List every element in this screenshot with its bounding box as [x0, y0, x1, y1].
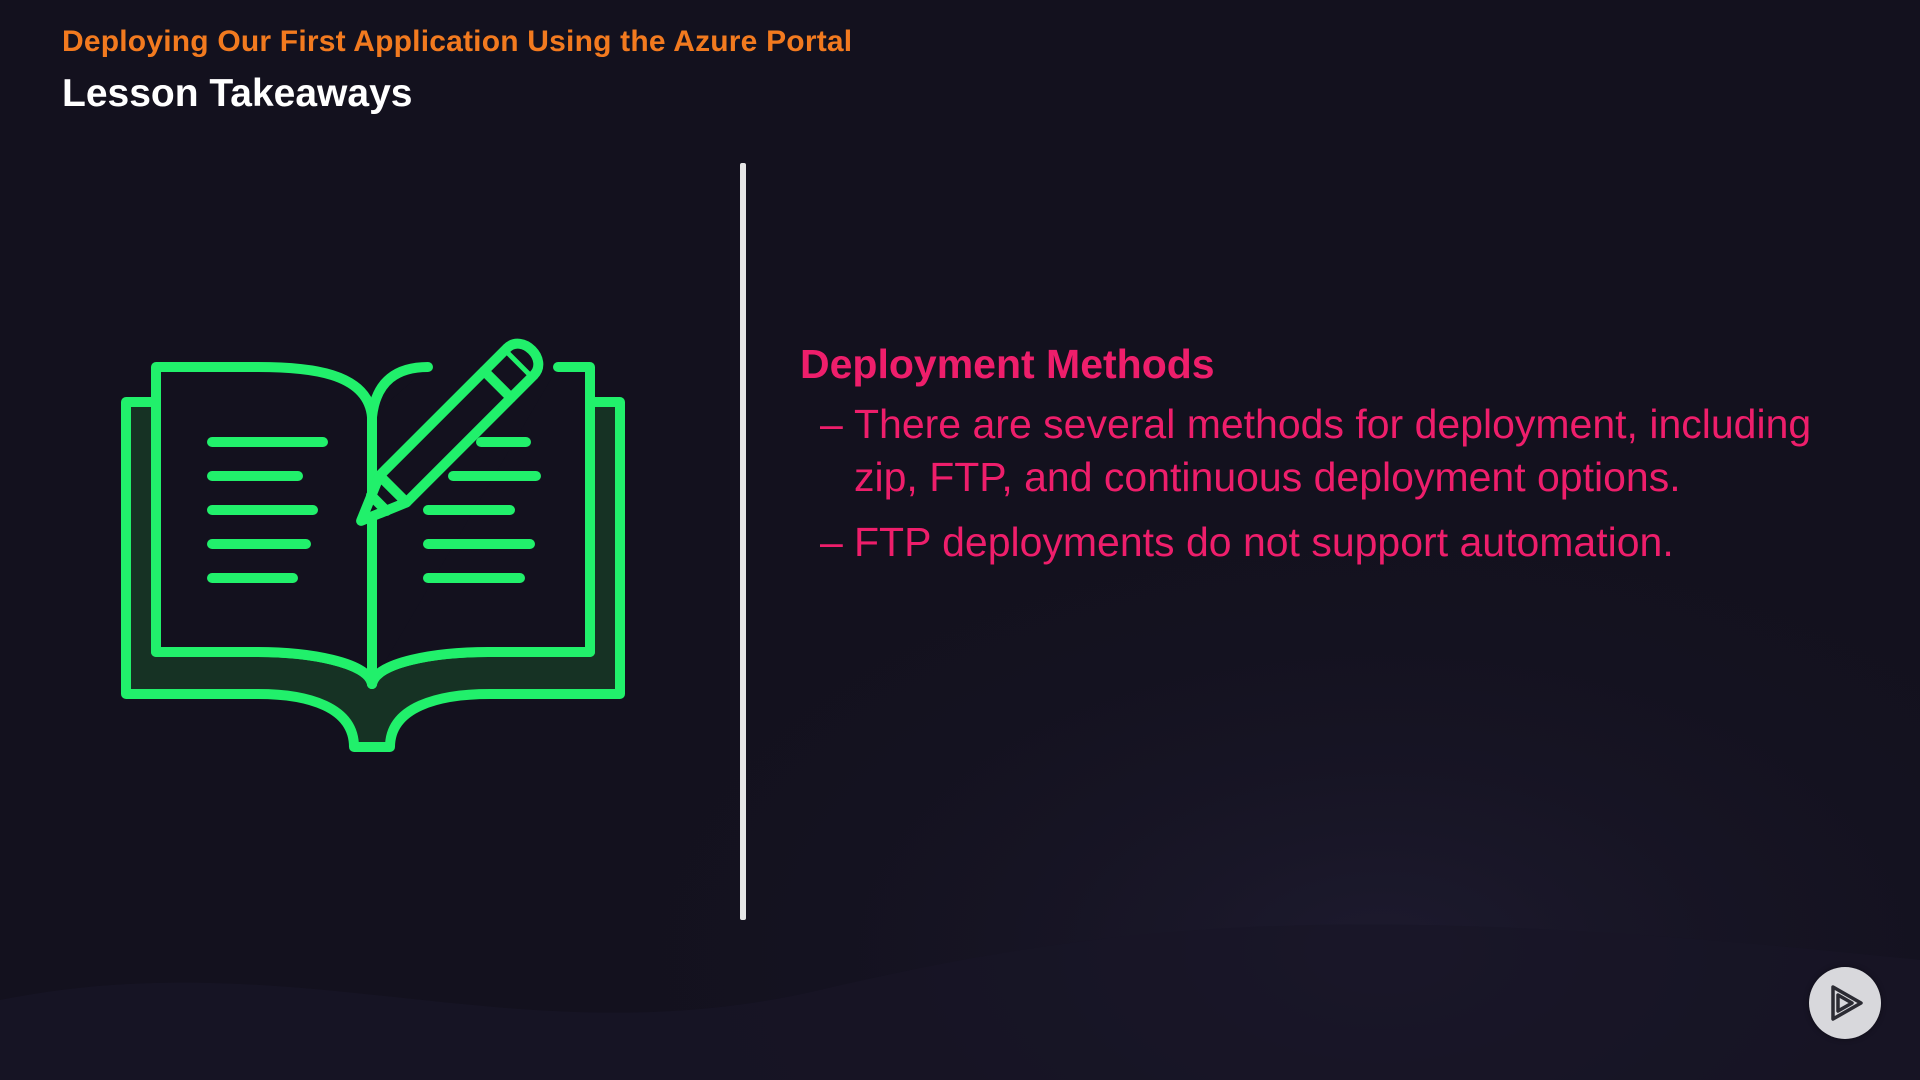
- play-logo-icon: [1831, 985, 1863, 1021]
- bullet-dash: –: [820, 401, 843, 447]
- course-title: Deploying Our First Application Using th…: [62, 25, 853, 58]
- player-logo-button[interactable]: [1809, 967, 1881, 1039]
- list-item: – FTP deployments do not support automat…: [800, 516, 1860, 569]
- slide-header: Deploying Our First Application Using th…: [62, 22, 852, 120]
- bullet-dash: –: [820, 519, 843, 565]
- vertical-divider: [740, 163, 746, 920]
- takeaway-section: Deployment Methods – There are several m…: [800, 336, 1860, 581]
- takeaway-list: – There are several methods for deployme…: [800, 398, 1860, 569]
- list-item-text: FTP deployments do not support automatio…: [854, 519, 1674, 565]
- list-item-text: There are several methods for deployment…: [854, 401, 1812, 500]
- list-item: – There are several methods for deployme…: [800, 398, 1860, 504]
- takeaway-heading: Deployment Methods: [800, 341, 1215, 387]
- lesson-title: Lesson Takeaways: [62, 72, 413, 115]
- book-with-pencil-icon: [121, 338, 625, 752]
